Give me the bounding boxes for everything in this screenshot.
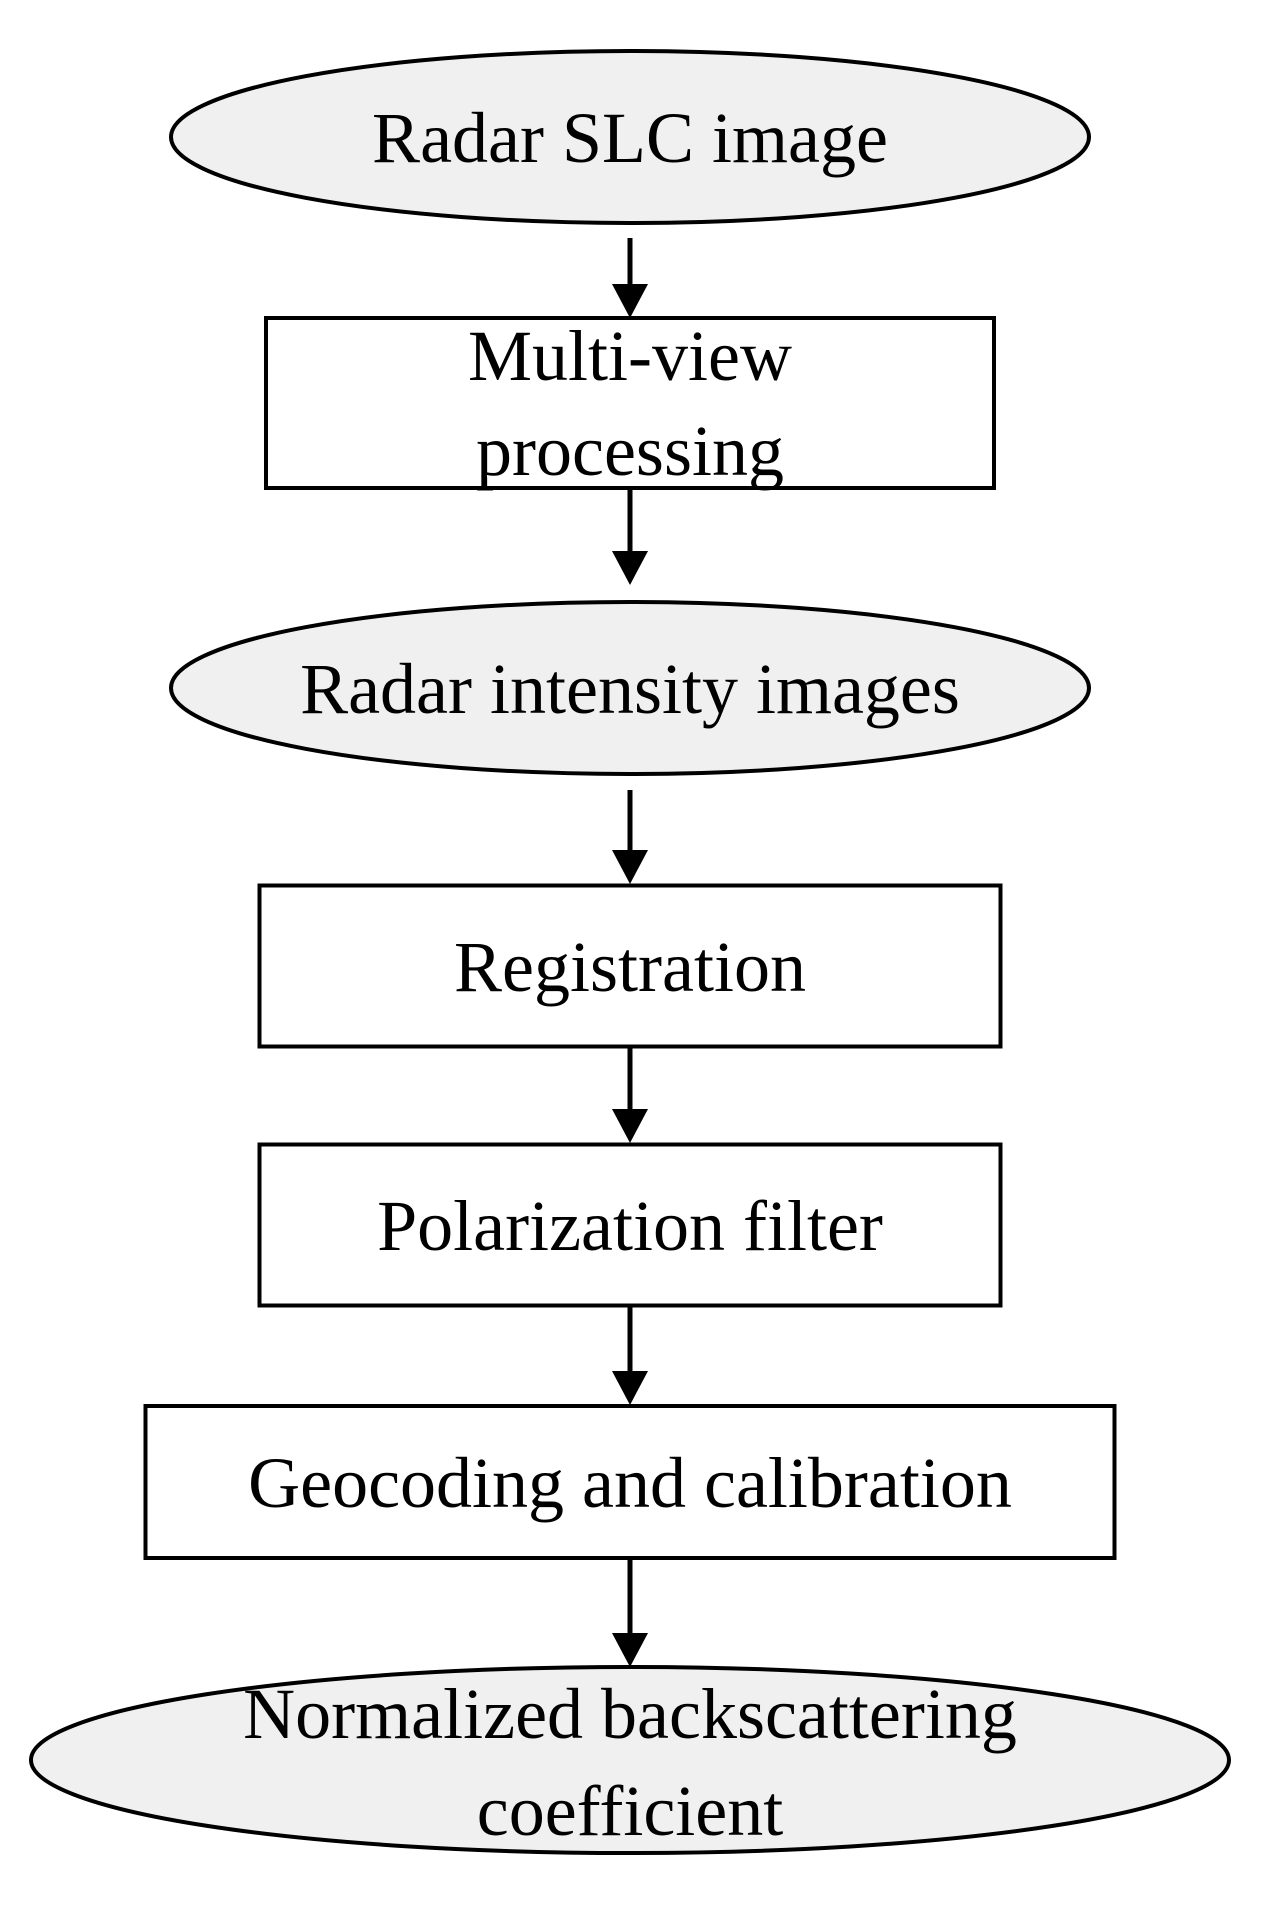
node-ellipse [29,1665,1231,1855]
arrow-polarization-filter-to-geocoding-and-calibration [612,1306,648,1405]
arrow-head [612,551,648,585]
node-multi-view-processing: Multi-view processing [264,316,996,491]
node-label: Geocoding and calibration [248,1443,1012,1523]
arrow-head [612,1633,648,1667]
arrow-head [612,850,648,884]
node-normalized-backscattering-coefficient: Normalized backscattering coefficient [29,1665,1231,1855]
node-label: coefficient [477,1771,784,1851]
node-label: Multi-view [468,316,792,396]
node-label: Registration [454,927,806,1007]
node-rect [257,1142,1003,1308]
node-label: Radar intensity images [300,649,960,729]
node-label: Radar SLC image [372,98,888,178]
arrow-radar-intensity-images-to-registration [612,790,648,884]
node-registration: Registration [257,883,1003,1049]
node-polarization-filter: Polarization filter [257,1142,1003,1308]
arrow-head [612,284,648,318]
node-radar-intensity-images: Radar intensity images [169,600,1091,776]
node-rect [264,316,996,490]
node-label: Polarization filter [377,1186,883,1266]
node-label: processing [476,411,784,491]
node-rect [143,1404,1117,1560]
arrow-head [612,1109,648,1143]
arrow-multi-view-processing-to-radar-intensity-images [612,489,648,585]
arrow-registration-to-polarization-filter [612,1047,648,1143]
node-ellipse [169,49,1091,225]
arrow-geocoding-and-calibration-to-normalized-backscattering-coefficient [612,1559,648,1667]
node-ellipse [169,600,1091,776]
node-geocoding-and-calibration: Geocoding and calibration [143,1404,1117,1560]
node-label: Normalized backscattering [243,1674,1017,1754]
node-radar-slc-image: Radar SLC image [169,49,1091,225]
arrow-radar-slc-image-to-multi-view-processing [612,238,648,318]
arrow-head [612,1371,648,1405]
edges-layer [612,238,648,1667]
node-rect [257,883,1003,1049]
